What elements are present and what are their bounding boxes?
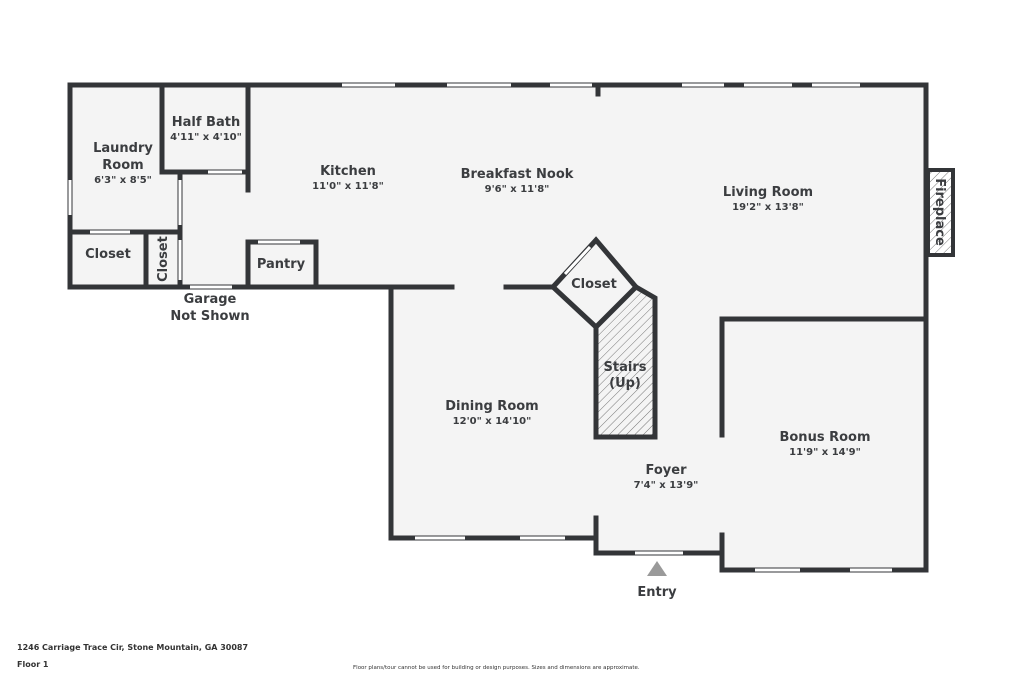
garage-label: Garage [184, 292, 237, 307]
kitchen-dims: 11'0" x 11'8" [312, 181, 384, 192]
entry-label: Entry [637, 585, 677, 600]
breakfast-nook-dims: 9'6" x 11'8" [485, 184, 550, 195]
laundry-label: Laundry [93, 141, 153, 156]
entry-arrow-icon [647, 561, 667, 576]
laundry-label-2: Room [102, 158, 143, 173]
pantry-label: Pantry [257, 257, 306, 272]
address: 1246 Carriage Trace Cir, Stone Mountain,… [17, 643, 249, 652]
foyer-label: Foyer [646, 463, 688, 478]
bonus-room-label: Bonus Room [779, 430, 870, 445]
living-room-label: Living Room [723, 185, 813, 200]
living-room-dims: 19'2" x 13'8" [732, 202, 804, 213]
bonus-room-dims: 11'9" x 14'9" [789, 447, 861, 458]
closet-left-label: Closet [85, 247, 131, 262]
stairs-label-2: (Up) [609, 376, 641, 391]
kitchen-label: Kitchen [320, 164, 376, 179]
garage-label-2: Not Shown [170, 309, 249, 324]
floor-area [70, 85, 926, 570]
stairs-label: Stairs [604, 360, 647, 375]
half-bath-label: Half Bath [172, 115, 240, 130]
foyer-dims: 7'4" x 13'9" [634, 480, 699, 491]
closet-center-label: Closet [571, 277, 617, 292]
windows [68, 83, 892, 572]
floor-label: Floor 1 [17, 660, 49, 669]
breakfast-nook-label: Breakfast Nook [461, 167, 574, 182]
closet-vertical-label: Closet [156, 236, 171, 282]
dining-room-dims: 12'0" x 14'10" [453, 416, 532, 427]
fireplace-label: Fireplace [932, 178, 947, 246]
laundry-dims: 6'3" x 8'5" [94, 175, 152, 186]
stairs [596, 287, 655, 437]
dining-room-label: Dining Room [445, 399, 538, 414]
half-bath-dims: 4'11" x 4'10" [170, 132, 242, 143]
disclaimer: Floor plans/tour cannot be used for buil… [353, 665, 640, 671]
